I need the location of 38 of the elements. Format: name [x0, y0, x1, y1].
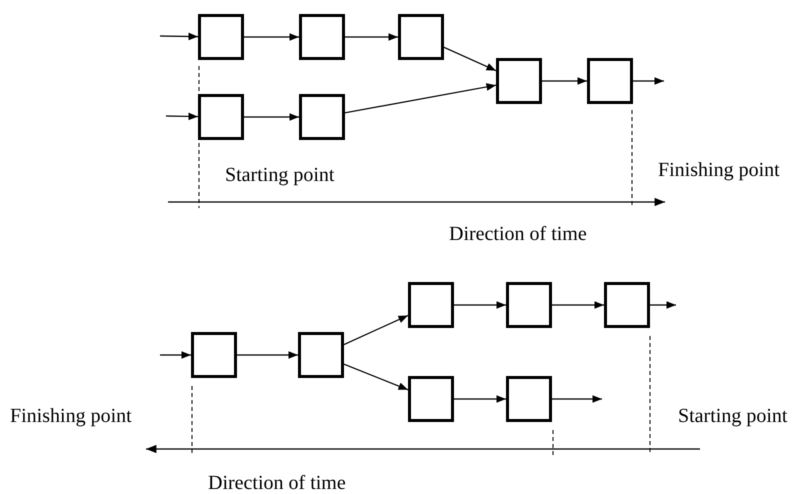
arrow — [344, 314, 408, 346]
process-box — [408, 282, 454, 328]
arrow — [166, 112, 198, 120]
process-box — [298, 332, 344, 378]
arrow — [244, 33, 299, 41]
arrow — [454, 301, 506, 309]
process-box — [496, 58, 542, 104]
arrow — [542, 77, 587, 85]
arrow — [552, 301, 604, 309]
arrow — [344, 83, 496, 114]
arrow — [444, 46, 496, 72]
process-box — [408, 376, 454, 422]
process-box — [299, 14, 345, 60]
arrow — [160, 32, 198, 40]
axis-note: Direction of time — [449, 222, 587, 246]
process-box — [198, 94, 244, 140]
axis-note: Starting point — [678, 404, 788, 428]
process-box — [587, 58, 633, 104]
arrow — [160, 351, 191, 359]
axis-note: Finishing point — [658, 158, 780, 182]
process-box — [299, 94, 345, 140]
axis-note: Finishing point — [10, 404, 132, 428]
arrow — [344, 364, 408, 390]
arrow — [345, 33, 398, 41]
arrow — [454, 395, 506, 403]
process-box — [604, 282, 650, 328]
arrow — [244, 113, 299, 121]
arrow — [552, 395, 602, 403]
arrow — [633, 77, 664, 85]
process-box — [191, 332, 237, 378]
process-box — [506, 282, 552, 328]
process-box — [198, 14, 244, 60]
process-box — [398, 14, 444, 60]
axis-note: Direction of time — [208, 471, 346, 494]
arrow — [650, 301, 676, 309]
axis-note: Starting point — [225, 163, 334, 187]
arrow — [237, 351, 298, 359]
process-box — [506, 376, 552, 422]
